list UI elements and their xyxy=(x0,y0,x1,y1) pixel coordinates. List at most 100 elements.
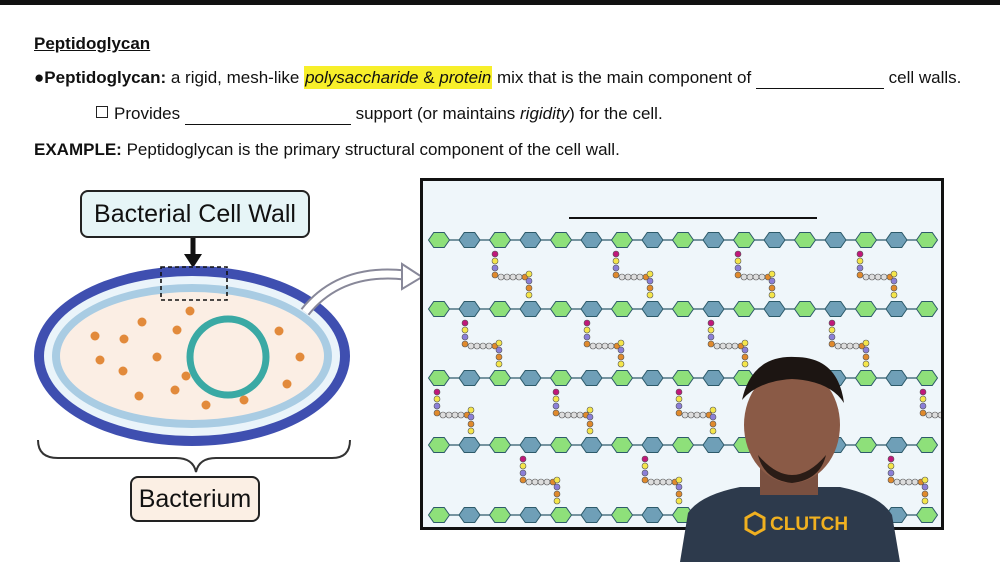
bacterium-brace xyxy=(37,439,351,473)
highlight-amp: & xyxy=(418,68,440,87)
amino-acid xyxy=(607,342,615,350)
clutch-logo xyxy=(744,511,766,536)
zoom-arrow xyxy=(302,270,406,315)
nag-sugar xyxy=(488,507,512,523)
amino-acid xyxy=(707,340,715,348)
amino-acid xyxy=(495,346,503,354)
amino-acid xyxy=(919,402,927,410)
amino-acid xyxy=(461,326,469,334)
amino-acid xyxy=(553,497,561,505)
amino-acid xyxy=(675,402,683,410)
nucleoid xyxy=(186,315,270,399)
amino-acid xyxy=(495,353,503,361)
amino-acid xyxy=(925,411,933,419)
nag-sugar xyxy=(610,232,634,248)
amino-acid xyxy=(709,420,717,428)
provides-italic: rigidity xyxy=(520,104,570,123)
amino-acid xyxy=(828,333,836,341)
nam-sugar xyxy=(580,301,603,317)
definition-term: Peptidoglycan: xyxy=(44,68,167,87)
nam-sugar xyxy=(580,370,603,386)
amino-acid xyxy=(707,319,715,327)
peptidoglycan-mesh-panel xyxy=(420,178,944,530)
hair xyxy=(742,356,844,403)
nam-sugar xyxy=(641,370,664,386)
amino-acid xyxy=(473,342,481,350)
example-line: EXAMPLE: Peptidoglycan is the primary st… xyxy=(34,140,620,160)
highlight: polysaccharide & protein xyxy=(304,66,493,89)
amino-acid xyxy=(862,360,870,368)
fill-blank-1[interactable] xyxy=(755,68,884,89)
amino-acid xyxy=(659,478,667,486)
nam-sugar xyxy=(824,232,847,248)
top-bar xyxy=(0,0,1000,5)
nag-sugar xyxy=(915,370,939,386)
amino-acid xyxy=(491,250,499,258)
nam-sugar xyxy=(763,301,786,317)
nag-sugar xyxy=(549,507,573,523)
amino-acid xyxy=(583,326,591,334)
nag-sugar xyxy=(549,437,573,453)
nam-sugar xyxy=(641,437,664,453)
amino-acid xyxy=(525,284,533,292)
amino-acid xyxy=(862,353,870,361)
amino-acid xyxy=(828,326,836,334)
amino-acid xyxy=(461,333,469,341)
amino-acid xyxy=(709,413,717,421)
amino-acid xyxy=(641,476,649,484)
amino-acid xyxy=(553,476,561,484)
nam-sugar xyxy=(702,437,725,453)
amino-acid xyxy=(647,478,655,486)
nag-sugar xyxy=(671,437,695,453)
amino-acid xyxy=(583,340,591,348)
amino-acid xyxy=(519,462,527,470)
amino-acid xyxy=(461,340,469,348)
amino-acid xyxy=(636,273,644,281)
definition-text: a rigid, mesh-like xyxy=(166,68,305,87)
nam-sugar xyxy=(458,301,481,317)
checkbox-icon[interactable] xyxy=(96,106,108,118)
logo-text: CLUTCH xyxy=(770,514,848,535)
amino-acid xyxy=(675,497,683,505)
amino-acid xyxy=(919,388,927,396)
amino-acid xyxy=(525,270,533,278)
amino-acid xyxy=(537,478,545,486)
amino-acid xyxy=(890,291,898,299)
amino-acid xyxy=(503,273,511,281)
nag-sugar xyxy=(854,437,878,453)
amino-acid xyxy=(887,455,895,463)
nag-sugar xyxy=(854,232,878,248)
amino-acid xyxy=(433,388,441,396)
amino-acid xyxy=(890,270,898,278)
fill-blank-2[interactable] xyxy=(184,104,351,125)
amino-acid xyxy=(491,257,499,265)
amino-acid xyxy=(734,264,742,272)
nag-sugar xyxy=(610,437,634,453)
amino-acid xyxy=(931,411,939,419)
amino-acid xyxy=(467,413,475,421)
amino-acid xyxy=(937,411,941,419)
amino-acid xyxy=(741,339,749,347)
beard xyxy=(758,455,826,483)
amino-acid xyxy=(525,277,533,285)
amino-acid xyxy=(911,478,919,486)
amino-acid xyxy=(509,273,517,281)
nag-sugar xyxy=(732,301,756,317)
nag-sugar xyxy=(915,507,939,523)
amino-acid xyxy=(519,455,527,463)
amino-acid xyxy=(467,406,475,414)
amino-acid xyxy=(467,420,475,428)
provides-text: Provides xyxy=(114,104,185,123)
definition-text-after: mix that is the main component of xyxy=(492,68,756,87)
amino-acid xyxy=(485,342,493,350)
nag-sugar xyxy=(915,232,939,248)
amino-acid xyxy=(617,346,625,354)
amino-acid xyxy=(525,478,533,486)
amino-acid xyxy=(553,490,561,498)
logo-hex-icon xyxy=(744,511,766,536)
amino-acid xyxy=(589,342,597,350)
amino-acid xyxy=(491,264,499,272)
amino-acid xyxy=(675,388,683,396)
amino-acid xyxy=(741,360,749,368)
